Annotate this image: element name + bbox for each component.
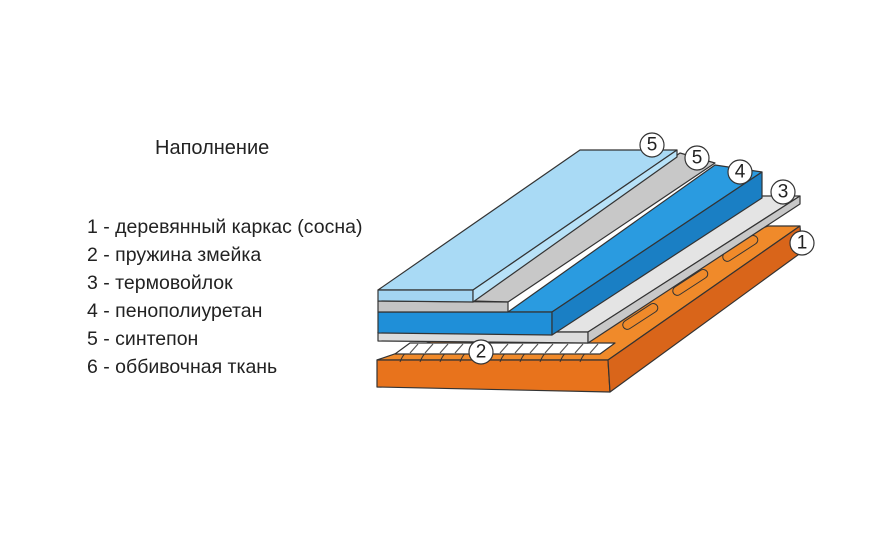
synthetic-layer xyxy=(377,152,716,313)
spring-layer xyxy=(394,342,616,355)
callout-felt: 3 xyxy=(770,179,796,205)
callout-frame: 1 xyxy=(789,230,815,256)
legend-item-foam: 4 - пенополиуретан xyxy=(87,300,263,322)
callout-foam: 4 xyxy=(727,159,753,185)
legend-item-synthetic: 5 - синтепон xyxy=(87,328,199,350)
svg-text:1: 1 xyxy=(797,233,808,254)
callout-synthetic: 5 xyxy=(684,145,710,171)
legend: 1 - деревянный каркас (сосна) 2 - пружин… xyxy=(87,213,362,381)
fabric-layer xyxy=(377,149,678,303)
callout-fabric: 5 xyxy=(639,132,665,158)
svg-text:4: 4 xyxy=(735,162,746,183)
svg-text:5: 5 xyxy=(647,135,658,156)
felt-layer xyxy=(377,195,801,344)
legend-item-spring: 2 - пружина змейка xyxy=(87,244,262,266)
legend-item-fabric: 6 - оббивочная ткань xyxy=(87,356,278,378)
legend-item-felt: 3 - термовойлок xyxy=(87,272,233,294)
diagram-title: Наполнение xyxy=(155,137,270,159)
svg-text:5: 5 xyxy=(692,148,703,169)
legend-item-frame: 1 - деревянный каркас (сосна) xyxy=(87,216,363,238)
svg-text:3: 3 xyxy=(778,182,789,203)
callout-spring: 2 xyxy=(468,339,494,365)
svg-text:2: 2 xyxy=(476,342,487,363)
foam-layer xyxy=(377,164,763,336)
